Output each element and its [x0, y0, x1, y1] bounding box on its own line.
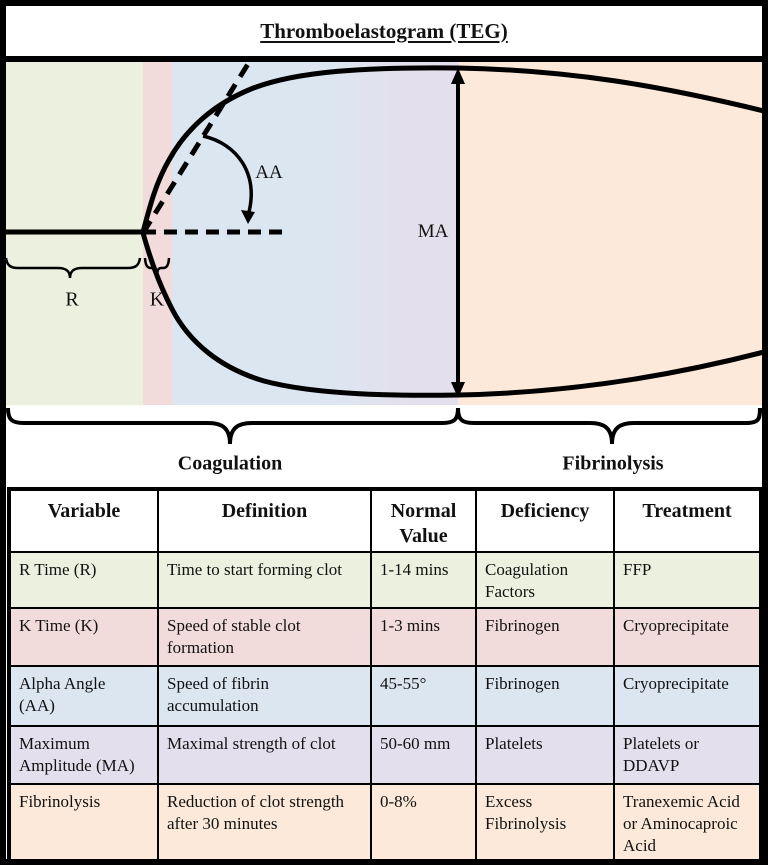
table-header-row: Variable Definition Normal Value Deficie… — [8, 488, 762, 553]
cell-deficiency: Excess Fibrinolysis — [475, 782, 615, 859]
header-deficiency: Deficiency — [475, 488, 615, 553]
ma-arrowhead-bottom-icon — [451, 382, 465, 398]
cell-treatment: FFP — [613, 551, 762, 609]
table-row-k-time: K Time (K) Speed of stable clot formatio… — [8, 607, 762, 667]
cell-definition: Time to start forming clot — [157, 551, 372, 609]
max-amplitude-label: MA — [417, 221, 449, 242]
cell-deficiency: Fibrinogen — [475, 607, 615, 667]
cell-variable: R Time (R) — [8, 551, 159, 609]
cell-normal-value: 1-14 mins — [370, 551, 477, 609]
aa-angle-arrow — [202, 134, 253, 213]
teg-table: Variable Definition Normal Value Deficie… — [7, 487, 762, 859]
k-time-label: K — [149, 288, 165, 311]
cell-normal-value: 0-8% — [370, 782, 477, 859]
teg-curve-svg — [6, 62, 762, 445]
cell-deficiency: Platelets — [475, 725, 615, 785]
coagulation-phase-label: Coagulation — [177, 452, 283, 475]
ma-arrowhead-top-icon — [451, 68, 465, 84]
coagulation-brace — [6, 407, 460, 445]
teg-diagram: R K AA MA Coagulation Fibrinolysis — [6, 62, 762, 487]
table-row-maximum-amplitude: Maximum Amplitude (MA) Maximal strength … — [8, 725, 762, 785]
teg-upper-curve — [140, 65, 762, 235]
r-time-label: R — [65, 288, 79, 311]
cell-variable: Fibrinolysis — [8, 782, 159, 859]
cell-normal-value: 45-55° — [370, 665, 477, 727]
cell-deficiency: Coagulation Factors — [475, 551, 615, 609]
cell-definition: Speed of stable clot formation — [157, 607, 372, 667]
cell-definition: Speed of fibrin accumulation — [157, 665, 372, 727]
cell-treatment: Cryoprecipitate — [613, 607, 762, 667]
cell-deficiency: Fibrinogen — [475, 665, 615, 727]
alpha-angle-label: AA — [255, 162, 283, 183]
table-row-alpha-angle: Alpha Angle (AA) Speed of fibrin accumul… — [8, 665, 762, 727]
table-row-fibrinolysis: Fibrinolysis Reduction of clot strength … — [8, 782, 762, 859]
alpha-tangent-dashed-line — [140, 62, 253, 235]
aa-arrowhead-icon — [241, 210, 255, 224]
cell-variable: Maximum Amplitude (MA) — [8, 725, 159, 785]
fibrinolysis-phase-band — [458, 62, 762, 405]
header-variable: Variable — [8, 488, 159, 553]
page-title: Thromboelastogram (TEG) — [260, 18, 508, 43]
cell-variable: Alpha Angle (AA) — [8, 665, 159, 727]
header-normal-value: Normal Value — [370, 488, 477, 553]
k-brace — [143, 257, 171, 279]
fibrinolysis-phase-label: Fibrinolysis — [562, 452, 664, 475]
header-treatment: Treatment — [613, 488, 762, 553]
teg-lower-curve — [140, 230, 762, 398]
cell-normal-value: 50-60 mm — [370, 725, 477, 785]
aa-ma-phase-band — [172, 62, 458, 405]
cell-definition: Reduction of clot strength after 30 minu… — [157, 782, 372, 859]
r-brace — [6, 257, 142, 279]
cell-treatment: Tranexemic Acid or Aminocaproic Acid — [613, 782, 762, 859]
header-definition: Definition — [157, 488, 372, 553]
table-row-r-time: R Time (R) Time to start forming clot 1-… — [8, 551, 762, 609]
cell-treatment: Cryoprecipitate — [613, 665, 762, 727]
title-divider — [6, 56, 762, 62]
teg-table-section: Variable Definition Normal Value Deficie… — [6, 487, 762, 859]
fibrinolysis-brace — [456, 407, 762, 445]
title-bar: Thromboelastogram (TEG) — [6, 6, 762, 56]
cell-definition: Maximal strength of clot — [157, 725, 372, 785]
cell-variable: K Time (K) — [8, 607, 159, 667]
cell-normal-value: 1-3 mins — [370, 607, 477, 667]
cell-treatment: Platelets or DDAVP — [613, 725, 762, 785]
